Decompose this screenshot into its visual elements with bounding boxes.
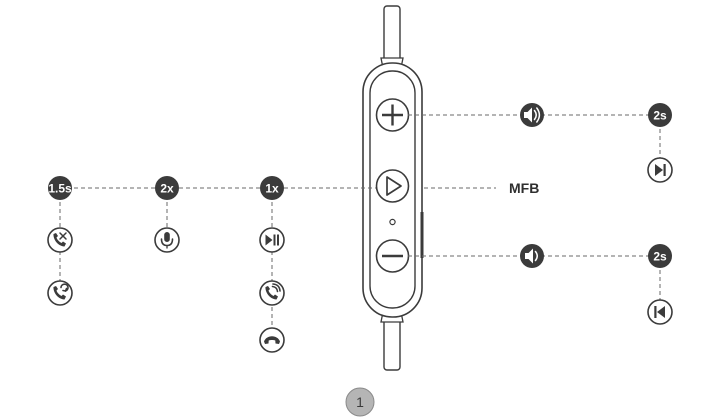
press-15s-badge: 1.5s: [48, 176, 72, 200]
hold-plus-badge: 2s: [648, 103, 672, 127]
microphone-icon: [154, 227, 180, 253]
cable: [380, 5, 404, 371]
multifunction-button[interactable]: [375, 169, 410, 203]
hold-minus-badge: 2s: [648, 244, 672, 268]
next-track-icon: [647, 157, 673, 183]
svg-text:1: 1: [356, 394, 364, 410]
volume-down-button[interactable]: [375, 239, 410, 273]
svg-text:1.5s: 1.5s: [48, 182, 72, 196]
phone-answer-icon: [259, 280, 285, 306]
page-number-badge: 1: [345, 387, 375, 417]
mfb-label: MFB: [509, 180, 539, 196]
microphone-hole: [389, 218, 396, 226]
svg-text:1x: 1x: [265, 182, 279, 196]
phone-hangup-icon: [259, 327, 285, 353]
press-1x-badge: 1x: [260, 176, 284, 200]
connector-lines: [59, 114, 661, 340]
play-pause-icon: [259, 227, 285, 253]
svg-text:2s: 2s: [653, 250, 667, 264]
volume-up-button[interactable]: [375, 98, 410, 132]
volume-down-icon: [520, 244, 544, 268]
volume-up-icon: [520, 103, 544, 127]
phone-redial-icon: [47, 280, 73, 306]
previous-track-icon: [647, 299, 673, 325]
svg-text:2x: 2x: [160, 182, 174, 196]
phone-reject-icon: [47, 227, 73, 253]
press-2x-badge: 2x: [155, 176, 179, 200]
svg-text:2s: 2s: [653, 109, 667, 123]
